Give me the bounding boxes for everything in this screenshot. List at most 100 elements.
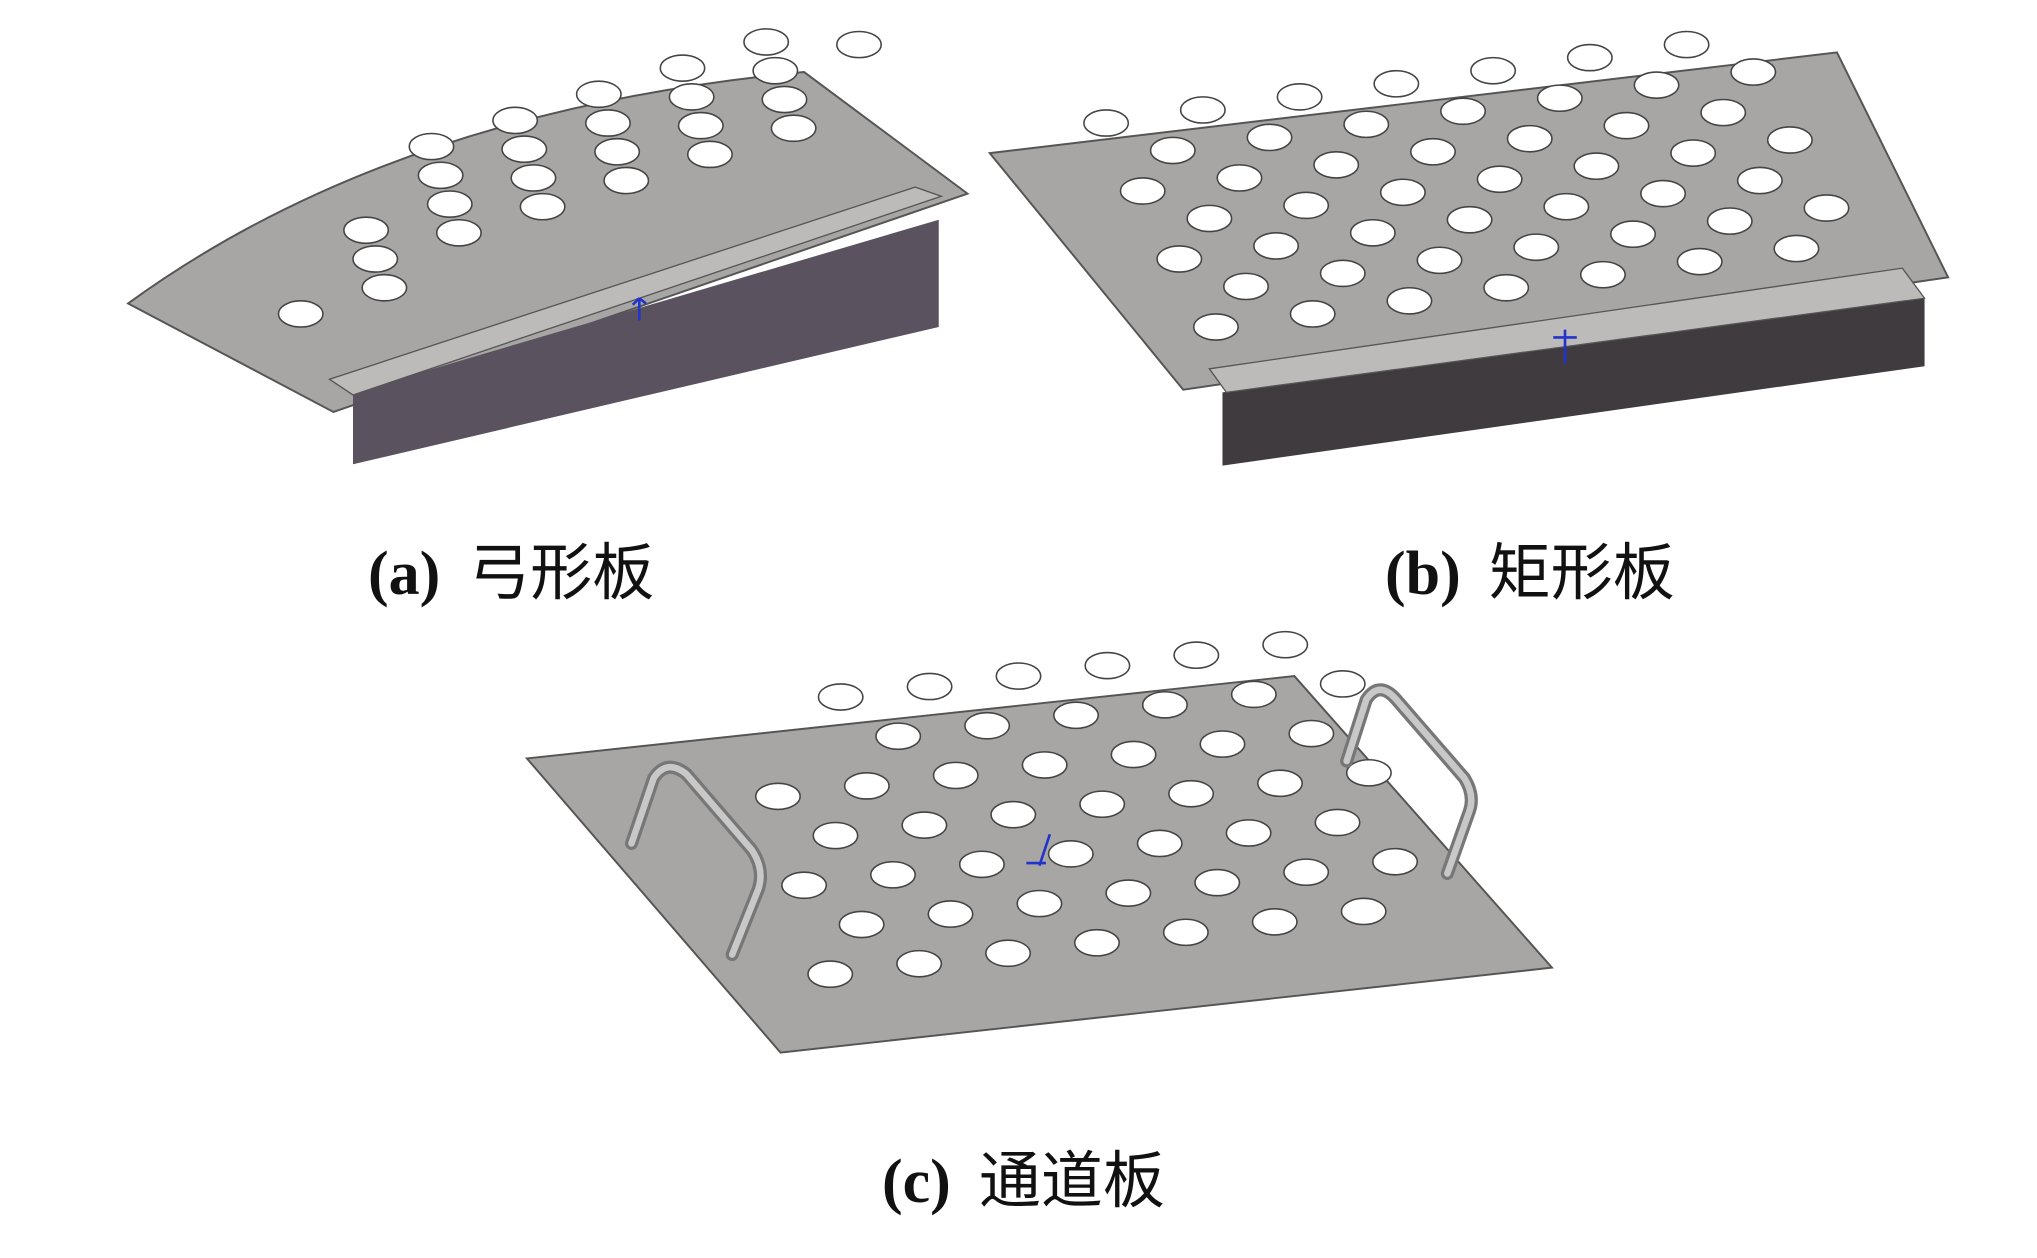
perforation-hole bbox=[1119, 177, 1166, 205]
perforation-hole bbox=[1289, 300, 1336, 328]
perforation-hole bbox=[659, 54, 706, 82]
perforation-hole bbox=[501, 135, 548, 164]
perforation-hole bbox=[1016, 889, 1063, 918]
plate-a-flange bbox=[327, 186, 944, 396]
perforation-hole bbox=[964, 711, 1011, 740]
perforation-hole bbox=[932, 761, 979, 790]
rectangular-plate-drawing bbox=[987, 30, 1950, 466]
perforation-hole bbox=[1730, 58, 1777, 86]
perforation-hole bbox=[838, 910, 885, 939]
perforation-hole bbox=[1670, 139, 1717, 167]
perforation-hole bbox=[752, 56, 799, 85]
perforation-hole bbox=[1216, 164, 1263, 192]
perforation-hole bbox=[1476, 165, 1523, 194]
plate-b-wall bbox=[1222, 298, 1925, 466]
perforation-hole bbox=[1343, 110, 1390, 139]
perforation-hole bbox=[1314, 808, 1361, 837]
perforation-hole bbox=[1736, 166, 1783, 195]
perforation-hole bbox=[1192, 313, 1239, 341]
perforation-hole bbox=[575, 80, 622, 109]
perforation-hole bbox=[1633, 71, 1680, 99]
perforation-hole bbox=[677, 111, 724, 140]
perforation-hole bbox=[1021, 751, 1068, 779]
perforation-hole bbox=[1149, 136, 1196, 165]
perforation-hole bbox=[1766, 126, 1813, 154]
perforation-hole bbox=[519, 192, 566, 221]
perforation-hole bbox=[1536, 84, 1583, 113]
perforation-hole bbox=[1416, 246, 1463, 275]
perforation-hole bbox=[743, 28, 790, 56]
perforation-hole bbox=[1446, 205, 1493, 234]
handle-right-highlight bbox=[1343, 686, 1475, 877]
caption-a-tag: (a) bbox=[368, 540, 441, 608]
perforation-hole bbox=[1084, 651, 1131, 680]
perforation-hole bbox=[1083, 109, 1130, 137]
perforation-hole bbox=[686, 140, 733, 169]
perforation-hole bbox=[594, 137, 641, 166]
perforation-hole bbox=[1053, 701, 1100, 730]
perforation-hole bbox=[1288, 719, 1335, 748]
perforation-hole bbox=[781, 871, 828, 900]
perforation-hole bbox=[1345, 758, 1392, 787]
caption-b-label: 矩形板 bbox=[1488, 540, 1675, 608]
perforation-hole bbox=[1609, 220, 1657, 249]
perforation-hole bbox=[1470, 56, 1517, 85]
perforation-hole bbox=[1579, 260, 1626, 289]
perforation-hole bbox=[990, 800, 1037, 829]
perforation-hole bbox=[1156, 245, 1203, 273]
perforation-hole bbox=[1251, 908, 1298, 936]
perforation-hole bbox=[1194, 868, 1241, 897]
perforation-hole bbox=[906, 672, 953, 701]
perforation-hole bbox=[1141, 690, 1188, 719]
plate-b-flange bbox=[1208, 267, 1926, 394]
perforation-hole bbox=[754, 782, 801, 811]
perforation-hole bbox=[277, 300, 324, 328]
perforation-hole bbox=[1676, 247, 1723, 276]
perforation-hole bbox=[1640, 179, 1687, 208]
perforation-hole bbox=[1230, 680, 1277, 709]
perforation-hole bbox=[1283, 191, 1330, 220]
perforation-hole bbox=[1386, 286, 1433, 315]
perforation-hole bbox=[668, 83, 715, 111]
caption-c-label: 通道板 bbox=[978, 1148, 1165, 1216]
perforation-hole bbox=[1079, 790, 1126, 819]
perforation-hole bbox=[361, 273, 408, 302]
perforation-hole bbox=[958, 850, 1005, 879]
perforation-hole bbox=[584, 109, 631, 137]
perforation-hole bbox=[1173, 641, 1220, 670]
manway-plate-drawing bbox=[524, 630, 1554, 1054]
perforation-hole bbox=[1110, 740, 1157, 769]
perforation-hole bbox=[426, 190, 473, 218]
perforation-hole bbox=[995, 662, 1042, 690]
perforation-hole bbox=[1340, 897, 1387, 926]
perforation-hole bbox=[1379, 178, 1426, 207]
perforation-hole bbox=[1663, 30, 1710, 59]
perforation-hole bbox=[492, 106, 539, 135]
perforation-hole bbox=[510, 164, 557, 192]
perforation-hole bbox=[1283, 858, 1330, 887]
perforation-hole bbox=[1319, 670, 1366, 698]
perforation-hole bbox=[1179, 96, 1226, 124]
perforation-hole bbox=[1262, 630, 1309, 659]
perforation-hole bbox=[1483, 273, 1530, 302]
perforation-hole bbox=[1706, 207, 1753, 235]
perforation-hole bbox=[1168, 779, 1215, 808]
perforation-hole bbox=[1566, 43, 1613, 72]
perforation-hole bbox=[1253, 232, 1300, 260]
perforation-hole bbox=[770, 114, 817, 143]
caption-a: (a)弓形板 bbox=[368, 522, 654, 612]
perforation-hole bbox=[985, 939, 1032, 968]
handle-left-highlight bbox=[628, 763, 764, 958]
perforation-hole bbox=[435, 218, 482, 247]
perforation-hole bbox=[352, 245, 399, 273]
axis-triad-icon bbox=[1026, 833, 1052, 867]
axis-triad-icon bbox=[1553, 329, 1577, 364]
perforation-hole bbox=[1543, 192, 1590, 221]
perforation-hole bbox=[901, 811, 948, 839]
caption-b: (b)矩形板 bbox=[1385, 522, 1675, 612]
perforation-hole bbox=[1773, 234, 1820, 263]
segment-plate-drawing bbox=[126, 28, 970, 465]
perforation-hole bbox=[1222, 272, 1270, 301]
perforation-hole bbox=[807, 960, 854, 989]
perforation-hole bbox=[1276, 83, 1323, 111]
